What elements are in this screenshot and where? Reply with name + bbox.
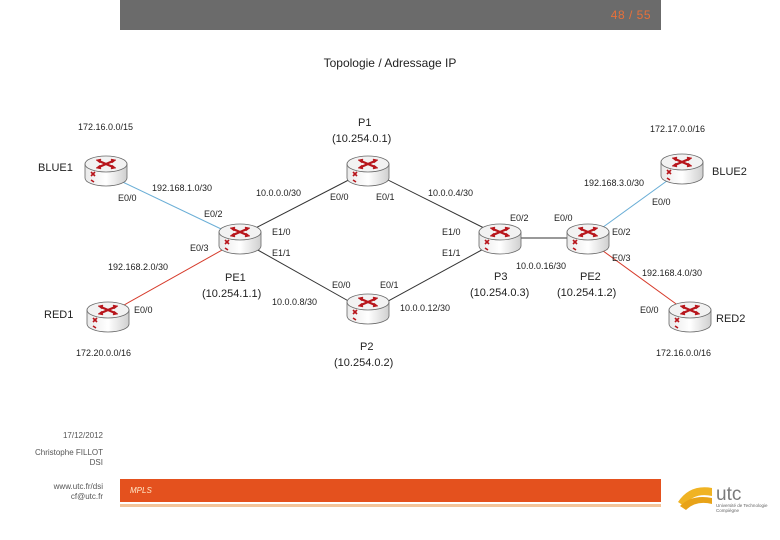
loopback-pe1: (10.254.1.1) (202, 288, 261, 300)
iface-p3-e11: E1/1 (442, 248, 461, 258)
label-p1: P1 (358, 117, 371, 129)
iface-pe2-e00: E0/0 (554, 213, 573, 223)
iface-p1-e00: E0/0 (330, 192, 349, 202)
iface-p3-e02: E0/2 (510, 213, 529, 223)
router-p3 (477, 222, 523, 256)
utc-logo-mark: utc Université de Technologie Compiègne (678, 484, 768, 513)
link-pe1-p1 (239, 169, 369, 237)
label-red1: RED1 (44, 309, 73, 321)
footer-bar: MPLS (120, 479, 661, 502)
net-blue2: 172.17.0.0/16 (650, 124, 705, 134)
logo-text: utc (716, 484, 741, 505)
subnet-pe1-p2: 10.0.0.8/30 (272, 297, 317, 307)
label-p2: P2 (360, 341, 373, 353)
iface-p2-e01: E0/1 (380, 280, 399, 290)
iface-blue1-e00: E0/0 (118, 193, 137, 203)
subnet-pe1-p1: 10.0.0.0/30 (256, 188, 301, 198)
iface-pe1-e10: E1/0 (272, 227, 291, 237)
subnet-p2-p3: 10.0.0.12/30 (400, 303, 450, 313)
net-red1: 172.20.0.0/16 (76, 348, 131, 358)
iface-pe2-e03: E0/3 (612, 253, 631, 263)
link-blue1-pe1 (107, 174, 241, 239)
subnet-pe2-blue2: 192.168.3.0/30 (584, 178, 644, 188)
label-red2: RED2 (716, 313, 745, 325)
subnet-p3-pe2: 10.0.0.16/30 (516, 261, 566, 271)
sidebar-dept: DSI (89, 458, 103, 467)
router-p1 (345, 154, 391, 188)
label-pe2: PE2 (580, 271, 601, 283)
iface-p1-e01: E0/1 (376, 192, 395, 202)
sidebar-url[interactable]: www.utc.fr/dsi (53, 482, 103, 491)
iface-p2-e00: E0/0 (332, 280, 351, 290)
logo-line1: Université de Technologie (716, 503, 768, 508)
label-p3: P3 (494, 271, 507, 283)
iface-red1-e00: E0/0 (134, 305, 153, 315)
router-p2 (345, 292, 391, 326)
loopback-pe2: (10.254.1.2) (557, 287, 616, 299)
link-pe2-red2 (587, 239, 691, 315)
label-blue2: BLUE2 (712, 166, 747, 178)
label-blue1: BLUE1 (38, 162, 73, 174)
slide-title: Topologie / Adressage IP (323, 56, 457, 70)
router-pe1 (217, 222, 263, 256)
links (107, 169, 691, 315)
sidebar-date: 17/12/2012 (62, 431, 103, 440)
iface-pe1-e02: E0/2 (204, 209, 223, 219)
subnet-pe2-red2: 192.168.4.0/30 (642, 268, 702, 278)
label-pe1: PE1 (225, 272, 246, 284)
sidebar-email[interactable]: cf@utc.fr (70, 492, 103, 501)
router-red2 (667, 300, 713, 334)
router-pe2 (565, 222, 611, 256)
footer-label: MPLS (130, 486, 152, 495)
loopback-p3: (10.254.0.3) (470, 287, 529, 299)
iface-p3-e10: E1/0 (442, 227, 461, 237)
link-red1-pe1 (107, 239, 241, 315)
subnet-blue1-pe1: 192.168.1.0/30 (152, 183, 212, 193)
loopback-p1: (10.254.0.1) (332, 133, 391, 145)
page-number: 48 / 55 (611, 8, 651, 22)
loopback-p2: (10.254.0.2) (334, 357, 393, 369)
iface-blue2-e00: E0/0 (652, 197, 671, 207)
page-current: 48 (610, 8, 626, 22)
header-bar: 48 / 55 (120, 0, 661, 30)
utc-logo: utc Université de Technologie Compiègne (676, 476, 776, 516)
footer-line (120, 504, 661, 507)
iface-red2-e00: E0/0 (640, 305, 659, 315)
page-total: / 55 (628, 8, 651, 22)
link-p2-p3 (367, 239, 501, 313)
router-red1 (85, 300, 131, 334)
subnet-p1-p3: 10.0.0.4/30 (428, 188, 473, 198)
link-p1-p3 (367, 169, 501, 237)
iface-pe2-e02: E0/2 (612, 227, 631, 237)
logo-line2: Compiègne (716, 508, 740, 513)
net-red2: 172.16.0.0/16 (656, 348, 711, 358)
sidebar-author: Christophe FILLOT (34, 448, 103, 457)
router-blue1 (83, 154, 129, 188)
net-blue1: 172.16.0.0/15 (78, 122, 133, 132)
link-pe1-p2 (239, 239, 369, 313)
iface-pe1-e03: E0/3 (190, 243, 209, 253)
iface-pe1-e11: E1/1 (272, 248, 291, 258)
subnet-red1-pe1: 192.168.2.0/30 (108, 262, 168, 272)
router-blue2 (659, 152, 705, 186)
